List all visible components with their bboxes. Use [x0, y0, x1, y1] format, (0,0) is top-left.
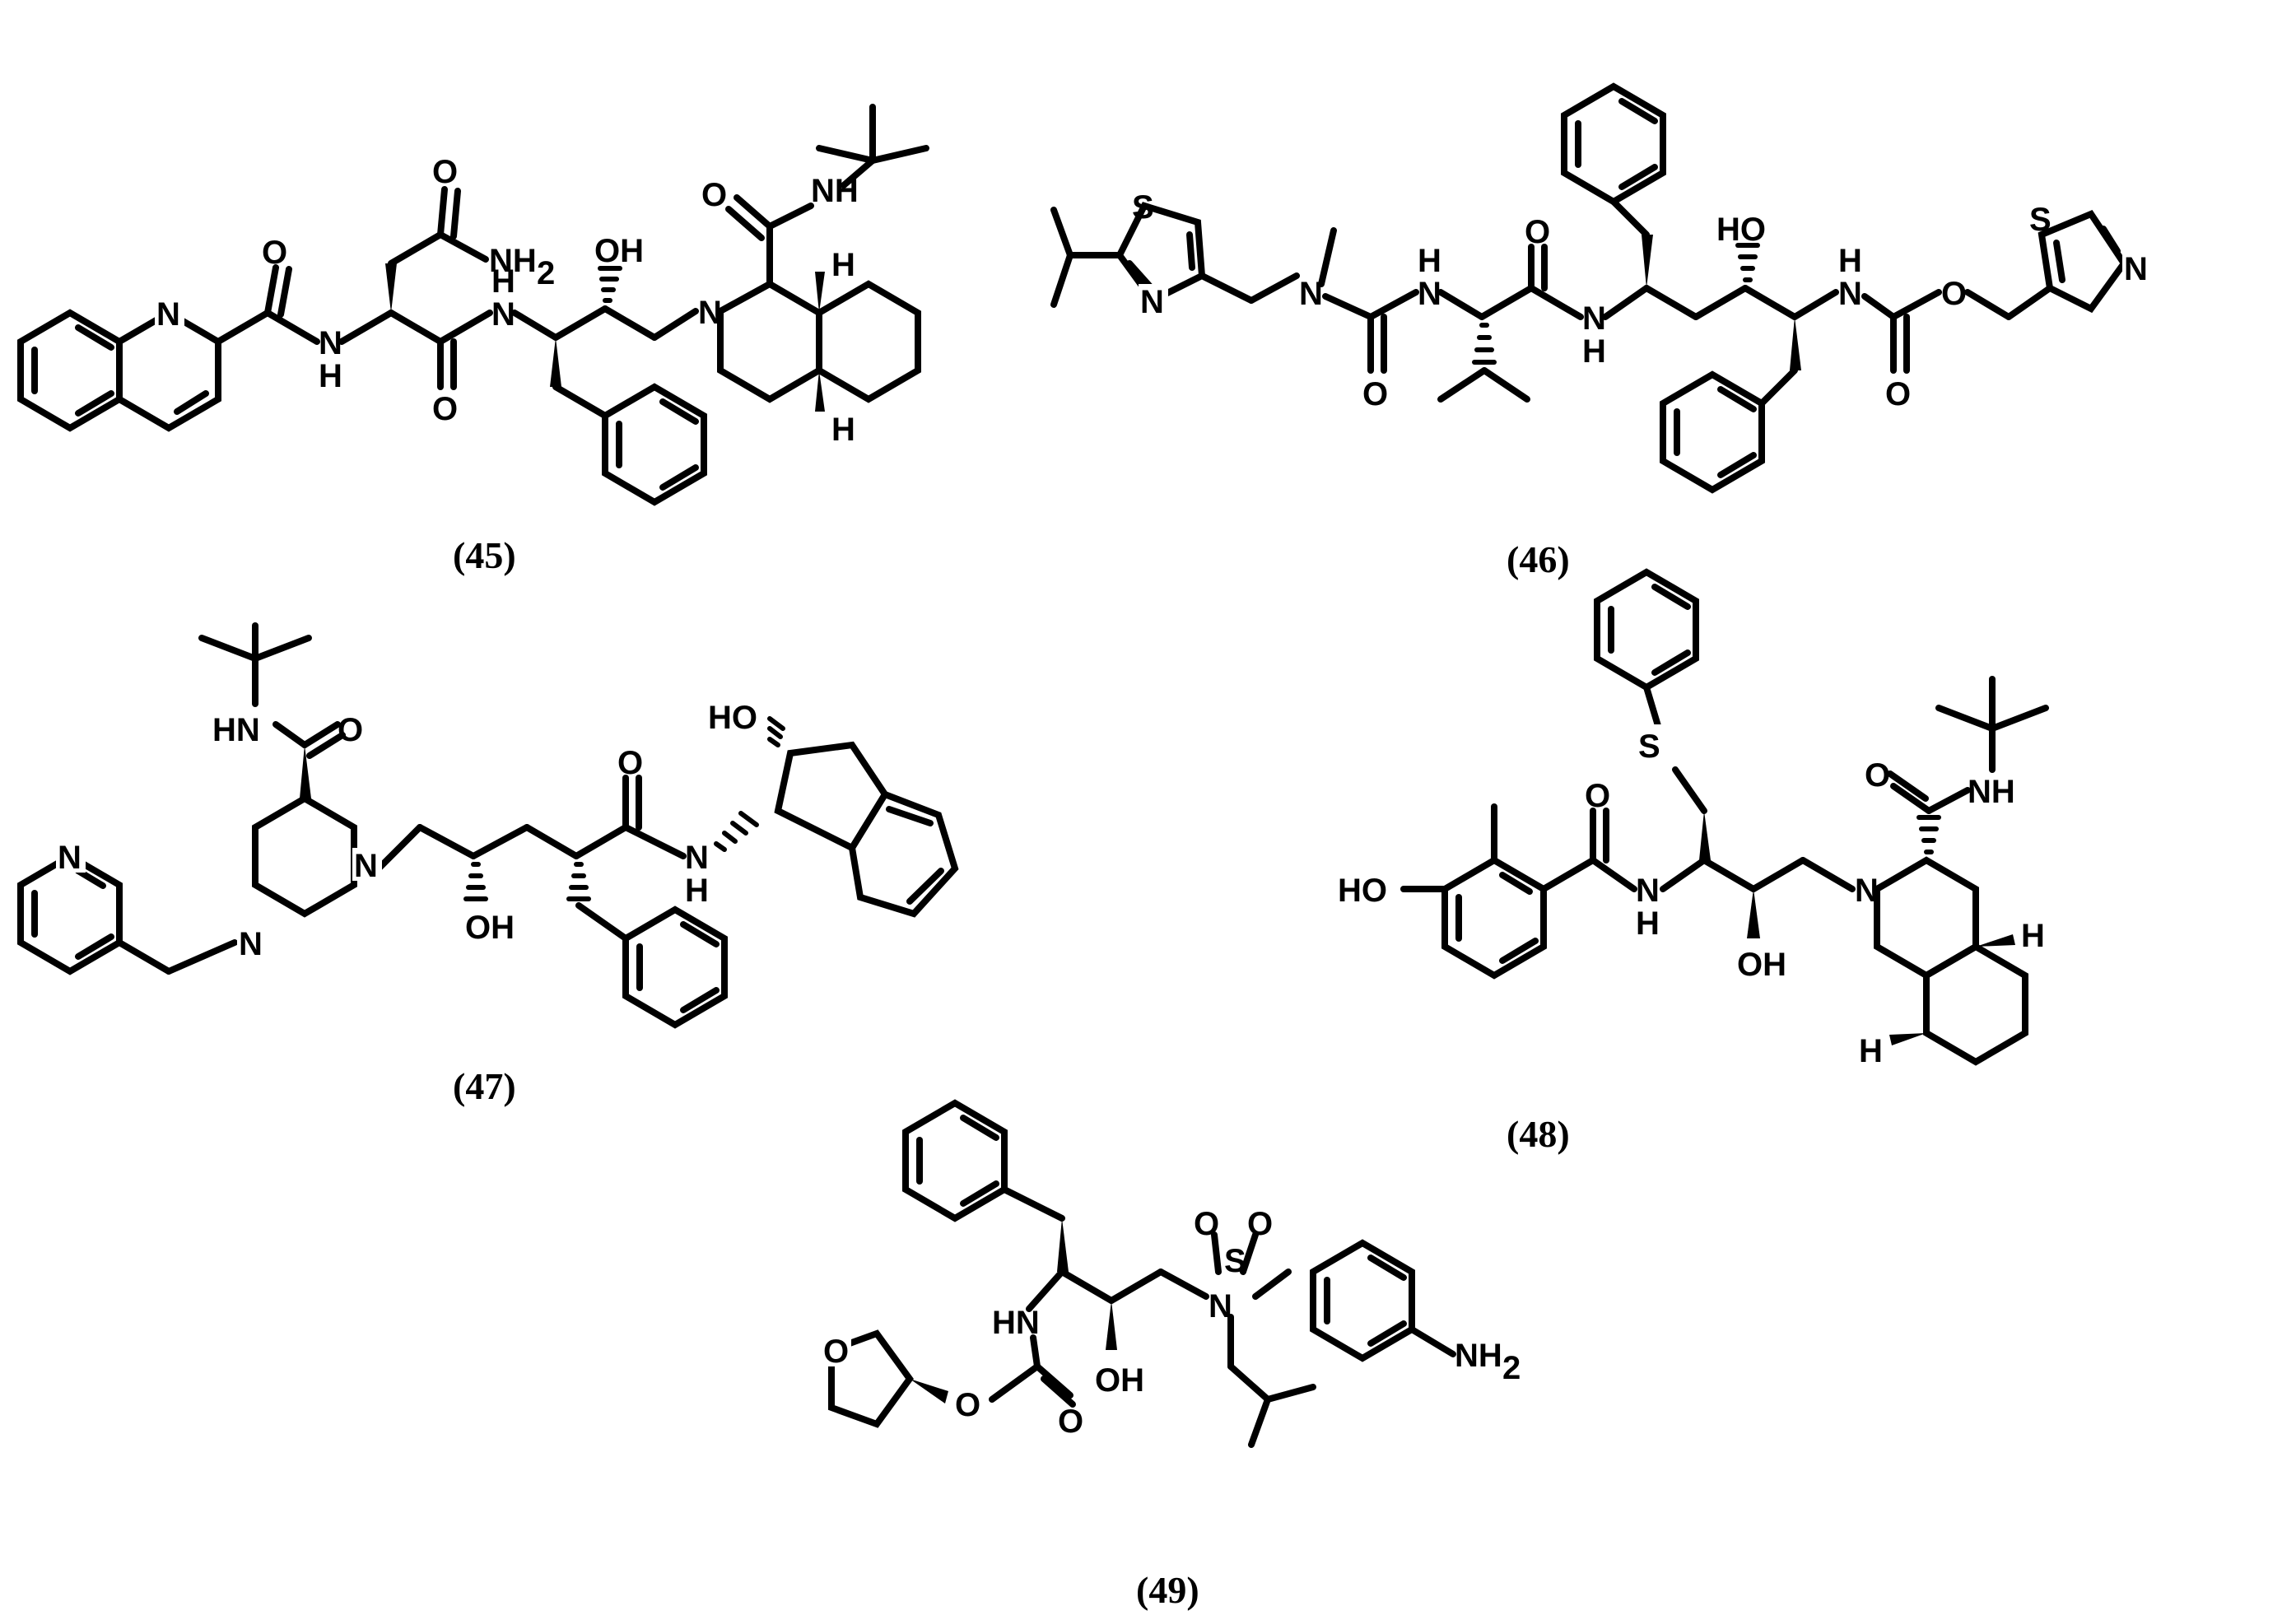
atom-n-pyridine: N [58, 840, 82, 876]
atom-n-amide1: N [319, 325, 342, 361]
atom-o3: O [1885, 376, 1911, 412]
phenylthio-ring [1594, 568, 1699, 691]
atom-o1: O [1362, 376, 1388, 412]
piperidine-ring [717, 280, 822, 403]
atom-h-ring1: H [2021, 918, 2045, 954]
atom-ho: HO [1716, 212, 1766, 248]
compound-46: S N N O N H O N H HO N H O O S N (46) [1050, 82, 2152, 580]
atom-h-amide: H [685, 873, 709, 909]
atom-o1: O [262, 235, 287, 271]
phenyl-ring-upper [1561, 82, 1666, 206]
atom-ho: HO [708, 700, 757, 736]
atom-h-amide: H [1636, 905, 1660, 942]
atom-o4: O [701, 177, 727, 213]
atom-ho: HO [1338, 873, 1387, 909]
atom-oh1: OH [465, 910, 515, 946]
atom-nh-tbu: NH [811, 173, 859, 209]
atom-n3: N [2124, 251, 2148, 287]
atom-s1: S [1132, 189, 1154, 226]
atom-n-amide: N [1582, 300, 1606, 337]
atom-o2: O [1865, 757, 1890, 794]
compound-label-47: (47) [453, 1065, 516, 1107]
cyclohexane-ring [1923, 943, 2028, 1066]
phenyl-ring [622, 905, 728, 1029]
phenyl-ring-lower [1660, 370, 1765, 494]
compound-label-45: (45) [453, 534, 516, 576]
atom-o1: O [1585, 778, 1610, 814]
atom-n-amide: N [685, 840, 709, 876]
atom-n-piperazine1: N [354, 848, 378, 884]
atom-nh2: NH [489, 243, 537, 279]
atom-oh: OH [594, 233, 644, 269]
atom-oh: OH [1095, 1362, 1144, 1399]
atom-o-carbonyl: O [1058, 1404, 1083, 1440]
atom-o2: O [1525, 214, 1550, 250]
atom-nh2: NH [1455, 1338, 1502, 1374]
atom-h-ring1: H [831, 247, 855, 283]
atom-o-sulfonyl2: O [1247, 1206, 1273, 1242]
phenyl-ring [602, 383, 707, 506]
atom-n-piperazine2: N [239, 926, 263, 962]
atom-oh: OH [1737, 947, 1786, 983]
atom-hn: HN [212, 712, 260, 748]
compound-45: N N H O O NH 2 O N H OH N O NH H H (45) [17, 104, 929, 576]
atom-s: S [1638, 729, 1660, 765]
atom-o4: O [1941, 276, 1967, 312]
atom-n-amide: N [1636, 873, 1660, 909]
compound-47: HN O N N N OH O N H HO (47) [17, 622, 959, 1107]
atom-s: S [1224, 1243, 1246, 1279]
atom-o-thf: O [823, 1334, 849, 1370]
compound-label-49: (49) [1136, 1569, 1199, 1611]
atom-h-ring2: H [1859, 1033, 1883, 1069]
atom-n-urea: N [1418, 276, 1441, 312]
compound-label-48: (48) [1507, 1113, 1570, 1155]
piperazine-ring [252, 794, 357, 918]
atom-nh2-sub: 2 [1502, 1350, 1521, 1386]
cyclohexane-ring [816, 280, 921, 403]
compound-49: O O O HN OH N S O O NH 2 (49) [822, 1099, 1521, 1611]
atom-hn: HN [992, 1305, 1040, 1341]
atom-n2: N [1299, 276, 1323, 312]
atom-n-isoquinoline: N [698, 295, 722, 331]
atom-n-isoquinoline: N [1855, 873, 1879, 909]
atom-nh2-sub: 2 [537, 255, 555, 291]
atom-o1: O [338, 712, 363, 748]
atom-n-amide2: N [491, 296, 515, 333]
atom-o2: O [617, 745, 643, 781]
thiazole-ring-2 [2038, 210, 2128, 314]
atom-s2: S [2029, 202, 2051, 238]
atom-h-carbamate: H [1838, 243, 1862, 279]
atom-o3: O [432, 391, 458, 427]
indane-five-ring [774, 741, 889, 853]
compound-48: S HO O N H OH N O NH H H (48) [1338, 568, 2049, 1155]
atom-h-amide1: H [319, 358, 342, 394]
atom-n1: N [1140, 284, 1164, 320]
atom-o2: O [432, 154, 458, 190]
tetrahydrofuran-ring [828, 1329, 914, 1428]
atom-o-sulfonyl1: O [1194, 1206, 1219, 1242]
atom-n-quinoline: N [156, 296, 180, 333]
atom-n-sulfonamide: N [1209, 1288, 1232, 1324]
atom-h-urea: H [1418, 243, 1441, 279]
compound-label-46: (46) [1507, 538, 1570, 580]
indane-benzo-ring [848, 790, 959, 918]
atom-h-ring2: H [831, 412, 855, 448]
atom-o-ester: O [955, 1387, 980, 1423]
atom-n-carbamate: N [1838, 276, 1862, 312]
atom-h-amide2: H [491, 263, 515, 300]
atom-h-amide: H [1582, 333, 1606, 370]
atom-nh-tbu: NH [1968, 774, 2015, 810]
